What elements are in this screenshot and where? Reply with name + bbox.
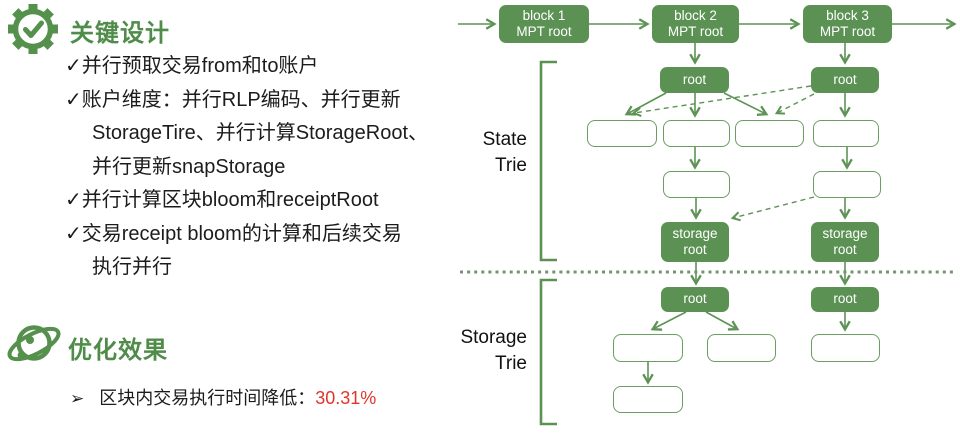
storage-trie-root-node-right: root: [811, 287, 879, 312]
key-design-line: ✓并行预取交易from和to账户: [65, 55, 319, 77]
storage-trie-node: [613, 334, 683, 362]
gear-check-icon: [8, 4, 58, 54]
key-design-line: ✓账户维度：并行RLP编码、并行更新: [65, 88, 401, 111]
storage-trie-label: Storage Trie: [460, 327, 527, 374]
key-design-line: ✓交易receipt bloom的计算和后续交易: [65, 222, 402, 245]
block-3-node: block 3 MPT root: [803, 5, 892, 43]
state-trie-node: [813, 120, 879, 147]
storage-trie-root-node-left: root: [661, 287, 729, 312]
storage-trie-node: [707, 334, 776, 362]
key-design-line: ✓并行计算区块bloom和receiptRoot: [65, 189, 379, 211]
optimization-title: 优化效果: [68, 337, 168, 364]
block-1-node: block 1 MPT root: [499, 5, 589, 43]
key-design-list: ✓并行预取交易from和to账户 ✓账户维度：并行RLP编码、并行更新 Stor…: [65, 50, 428, 285]
key-design-title: 关键设计: [70, 20, 170, 47]
planet-orbit-icon: [7, 325, 61, 362]
block-2-node: block 2 MPT root: [652, 5, 739, 43]
storage-trie-node: [811, 334, 880, 362]
storage-root-node-block3: storage root: [811, 222, 879, 262]
state-root-node-block3: root: [811, 67, 879, 93]
key-design-line: 并行更新snapStorage: [92, 155, 286, 178]
state-trie-label: State Trie: [482, 129, 527, 176]
state-trie-bracket: [539, 60, 557, 262]
key-design-line: StorageTire、并行计算StorageRoot、: [92, 122, 429, 144]
storage-trie-node: [613, 386, 683, 413]
result-value: 30.31%: [315, 388, 377, 408]
storage-trie-bracket: [539, 278, 557, 426]
state-trie-node: [735, 120, 804, 147]
result-label: 区块内交易执行时间降低：: [99, 388, 316, 408]
state-trie-node: [663, 120, 730, 147]
storage-root-node-block2: storage root: [661, 222, 729, 262]
optimization-result: ➢ 区块内交易执行时间降低：30.31%: [70, 384, 376, 410]
key-design-line: 执行并行: [92, 256, 172, 278]
state-trie-node: [587, 120, 657, 147]
state-root-node-block2: root: [660, 67, 729, 93]
state-trie-node: [813, 171, 881, 198]
arrow-bullet-icon: ➢: [70, 389, 85, 408]
diagram-connectors: [458, 18, 957, 426]
state-trie-node: [663, 171, 730, 198]
